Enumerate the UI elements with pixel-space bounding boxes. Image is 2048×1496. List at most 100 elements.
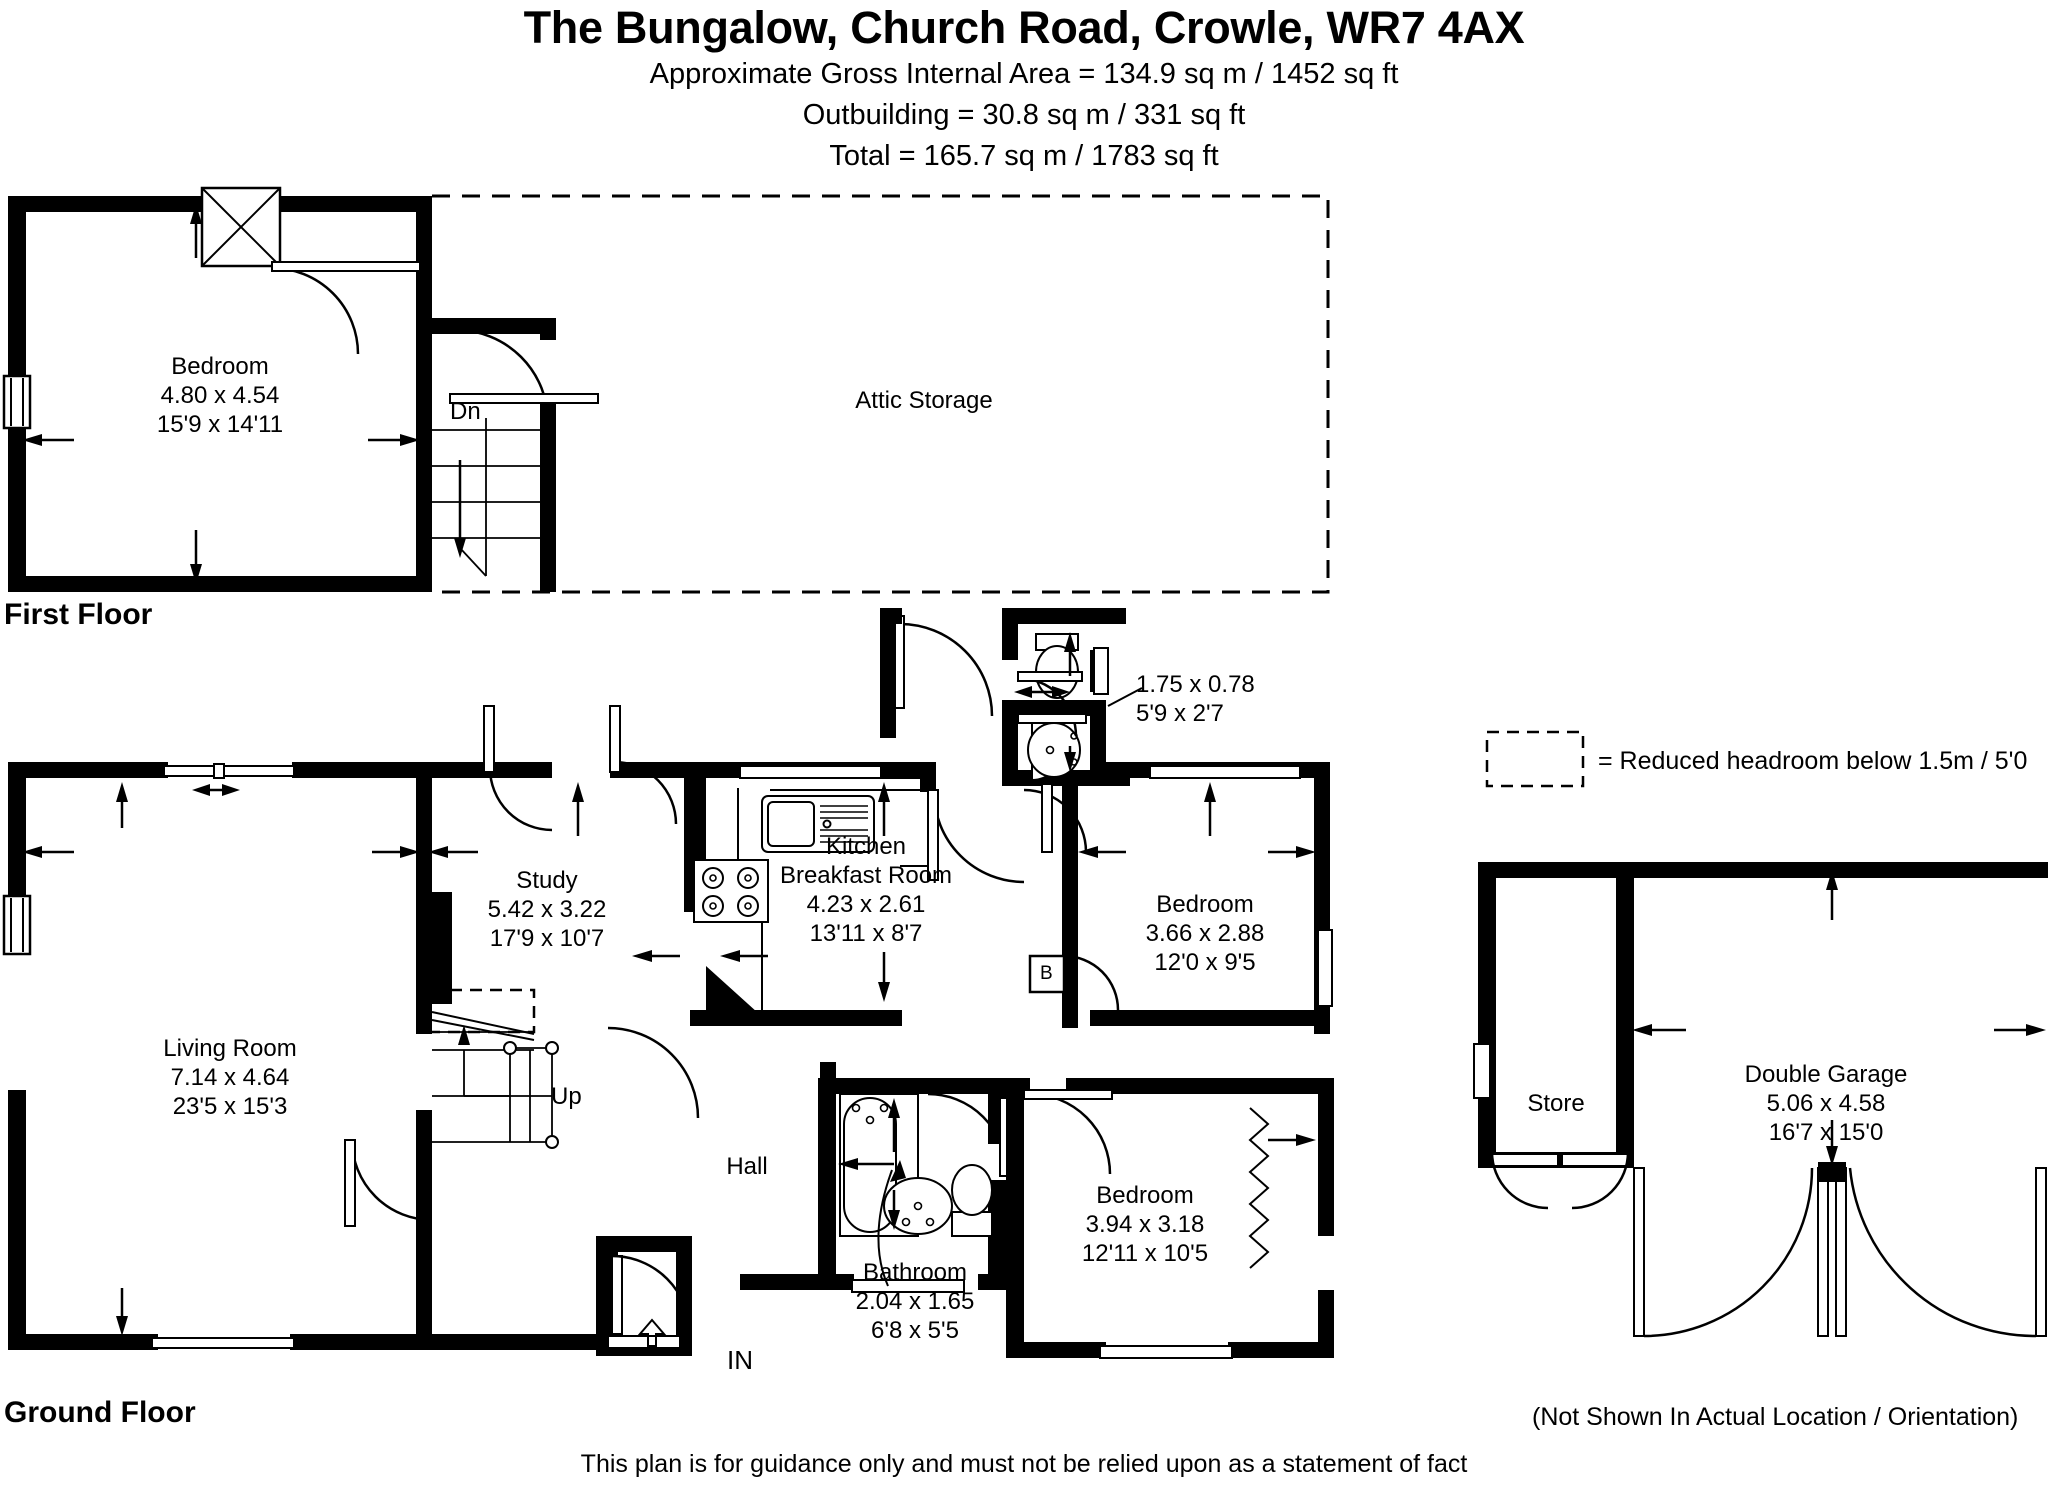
disclaimer-text: This plan is for guidance only and must …: [580, 1450, 1468, 1478]
boiler-label: B: [1040, 963, 1053, 984]
wall-gf-wclobby-left: [880, 608, 896, 738]
dim-arrow-kitchen-top: [878, 782, 890, 802]
door-leaf-front: [611, 1255, 623, 1335]
stair-headroom-dashed: [428, 988, 536, 1034]
wall-gf-living-left-a: [8, 762, 26, 902]
garage-door-center-post: [1818, 1162, 1846, 1182]
wall-gf-bed3-right-a: [1318, 1078, 1334, 1236]
dim-arrow-garage-top: [1826, 870, 1838, 890]
bathroom-label-leader: [877, 1169, 893, 1287]
wall-gf-bed3-top: [1066, 1078, 1334, 1094]
bathroom-basin-icon: [883, 1177, 953, 1235]
room-label-bedroom-lower: Bedroom 3.94 x 3.18 12'11 x 10'5: [1082, 1181, 1208, 1268]
door-leaf-wc-upper: [1017, 671, 1083, 682]
boiler-cupboard: [1028, 954, 1066, 994]
room-label-bedroom-upper: Bedroom 3.66 x 2.88 12'0 x 9'5: [1146, 890, 1265, 977]
wc-dimension-label: 1.75 x 0.78 5'9 x 2'7: [1136, 670, 1255, 728]
dim-arrow-bed3-right: [1296, 1134, 1316, 1146]
door-swing-store-b: [1571, 1151, 1630, 1210]
dim-arrow-bath-top: [888, 1098, 900, 1118]
wall-gf-living-top-b: [292, 762, 432, 778]
dim-arrow-kitchen-bottom: [878, 982, 890, 1002]
wall-gf-connector: [820, 1062, 836, 1080]
garage-door-jamb-center-b: [1835, 1167, 1847, 1337]
door-swing-hall-a: [607, 1026, 700, 1119]
dim-arrow-wc-a: [1014, 686, 1032, 698]
skylight-cross-b: [201, 187, 281, 267]
wall-gf-hall-bottom-a: [432, 1334, 618, 1350]
room-label-bathroom: Bathroom 2.04 x 1.65 6'8 x 5'5: [856, 1258, 975, 1345]
wall-garage-top: [1478, 862, 2048, 878]
room-label-study: Study 5.42 x 3.22 17'9 x 10'7: [488, 866, 607, 953]
wall-gf-bath-left: [818, 1078, 836, 1290]
wall-gf-bed3-right-b: [1318, 1290, 1334, 1358]
staircase-ground-floor: [428, 988, 559, 1149]
dim-arrow-bath-left: [838, 1158, 858, 1170]
stair-down-label: Dn: [450, 398, 481, 425]
wall-gf-living-top-a: [8, 762, 168, 778]
dim-arrow-bed2-top: [1204, 782, 1216, 802]
wall-store-divider: [1616, 862, 1634, 1168]
newel-post-b: [545, 1041, 559, 1055]
room-dim-imperial: 17'9 x 10'7: [489, 925, 605, 952]
slide-arrow-right: [222, 784, 240, 796]
room-name: Bedroom: [1156, 891, 1254, 918]
garage-door-jamb-left: [1633, 1167, 1645, 1337]
wall-gf-wc-divider: [1002, 700, 1106, 716]
gross-internal-area-text: Approximate Gross Internal Area = 134.9 …: [649, 58, 1399, 90]
wall-gf-wc-top: [1002, 608, 1126, 624]
room-label-double-garage: Double Garage 5.06 x 4.58 16'7 x 15'0: [1745, 1060, 1908, 1147]
door-leaf-ff-bedroom: [271, 261, 421, 272]
window-gf-living-bottom: [151, 1337, 295, 1349]
window-gf-bed2-right: [1317, 929, 1333, 1007]
window-gf-living-top: [163, 765, 295, 777]
room-label-living-room: Living Room 7.14 x 4.64 23'5 x 15'3: [163, 1034, 296, 1121]
wall-ff-right-upper: [416, 196, 432, 318]
wall-gf-hall-step: [596, 1236, 692, 1252]
door-swing-ff-bedroom: [271, 266, 360, 355]
kitchen-sink-icon: [761, 795, 875, 853]
stair-up-arrow: [458, 1025, 470, 1045]
dim-arrow-gf-study-top: [572, 782, 584, 802]
window-gf-bathroom: [851, 1279, 965, 1293]
window-store: [1473, 1043, 1491, 1099]
dim-arrow-bed2-right: [1296, 846, 1316, 858]
window-gf-living-top-mullion: [213, 763, 225, 779]
wall-ff-stair-right: [540, 398, 556, 592]
ground-floor-label: Ground Floor: [4, 1396, 196, 1429]
wall-garage-left: [1478, 862, 1496, 1168]
dim-arrow-gf-living-bottom: [116, 1316, 128, 1336]
room-name: Double Garage: [1744, 1061, 1908, 1088]
room-dim-imperial: 12'11 x 10'5: [1081, 1240, 1209, 1267]
wall-ff-stair-top: [416, 318, 556, 334]
door-swing-front: [611, 1254, 692, 1335]
room-dim-metric: 2.04 x 1.65: [855, 1288, 975, 1315]
dim-arrow-gf-living-top: [116, 782, 128, 802]
dim-arrow-kitchen-leftwall-b: [720, 950, 740, 962]
dim-arrow-ff-top: [190, 204, 202, 224]
door-leaf-bed2: [1041, 783, 1053, 853]
room-name: Study: [516, 867, 578, 894]
door-leaf-kitchen-right: [927, 789, 939, 881]
room-dim-metric: 4.80 x 4.54: [160, 382, 280, 409]
staircase-first-floor: [432, 418, 540, 577]
wall-gf-bed3-left: [1006, 1094, 1024, 1358]
door-swing-bed2: [1023, 788, 1088, 853]
room-label-store: Store: [1527, 1089, 1584, 1118]
door-swing-store-a: [1490, 1151, 1549, 1210]
wall-gf-bath-bottom-b: [978, 1274, 1008, 1290]
room-name: Bedroom: [1096, 1182, 1194, 1209]
room-name: Attic Storage: [855, 387, 993, 414]
wall-gf-living-bottom-a: [8, 1334, 158, 1350]
window-ff-left: [2, 374, 32, 430]
door-swing-study-left: [488, 767, 553, 832]
room-dim-imperial: 23'5 x 15'3: [172, 1093, 288, 1120]
front-door-threshold: [607, 1335, 681, 1349]
window-gf-bed2-top: [1149, 765, 1301, 779]
first-floor-label: First Floor: [4, 598, 153, 631]
garage-door-swing-b: [1848, 1167, 2037, 1338]
dim-arrow-bath-bottom: [888, 1210, 900, 1230]
wall-gf-hall-right-b: [676, 1236, 692, 1356]
wall-gf-wc-left-a: [1002, 608, 1018, 660]
